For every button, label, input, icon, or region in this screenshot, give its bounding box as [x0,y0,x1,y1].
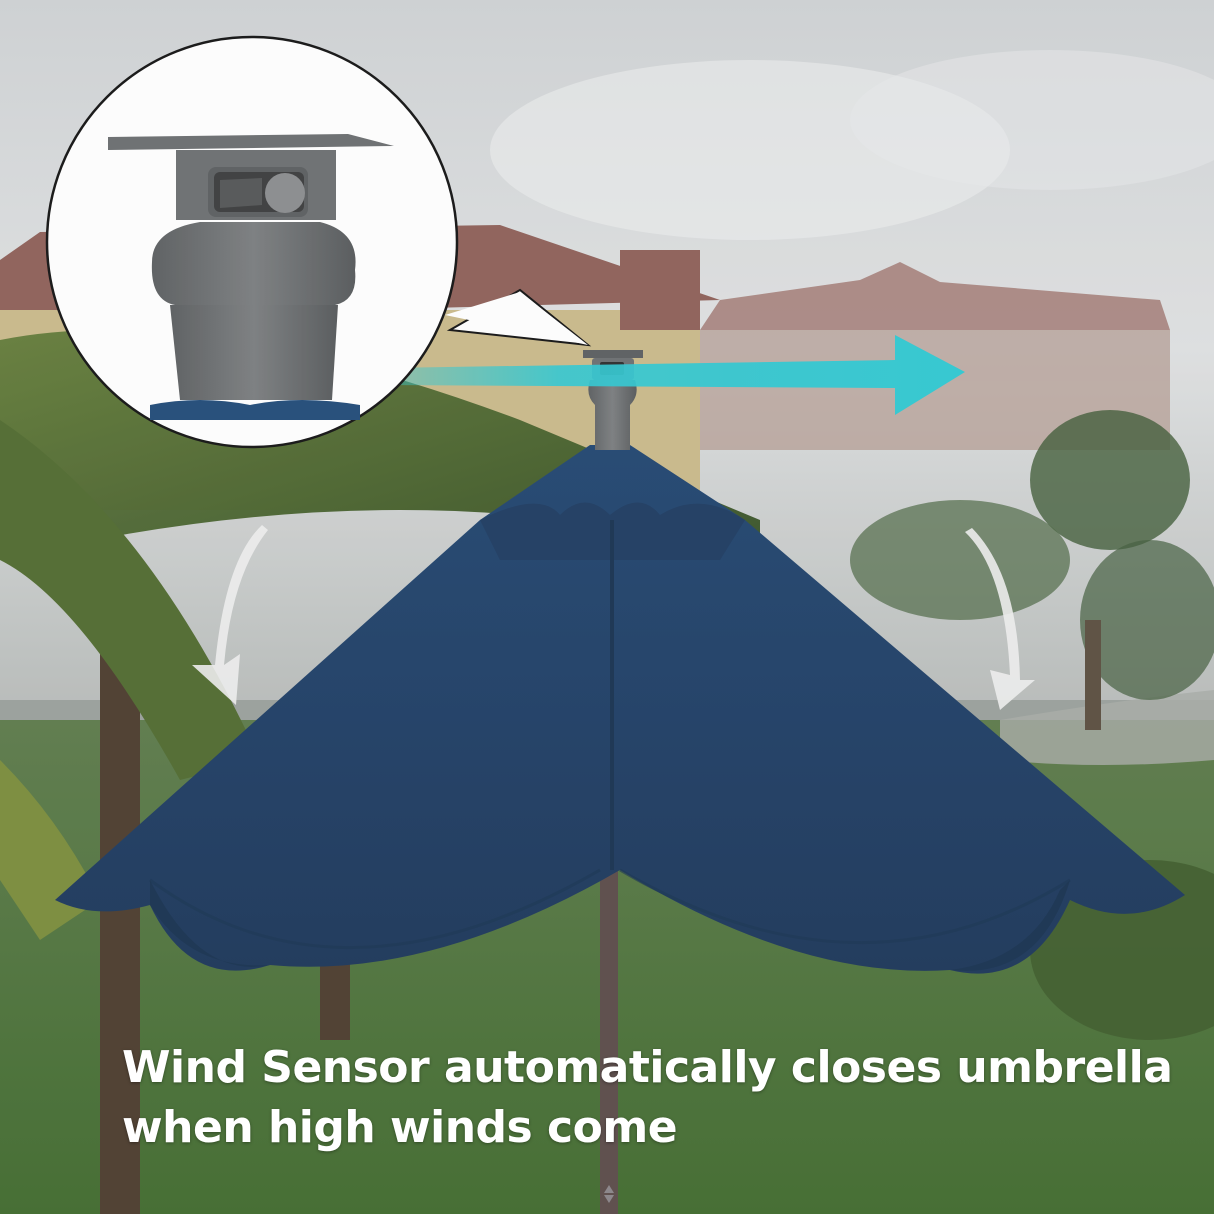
caption-line-2: when high winds come [122,1102,678,1153]
caption: Wind Sensor automatically closes umbrell… [122,1038,1173,1158]
caption-line-1: Wind Sensor automatically closes umbrell… [122,1042,1173,1093]
left-curved-arrow-icon [192,525,268,705]
wind-direction-arrow [385,335,965,415]
umbrella-pole [600,870,618,1214]
sensor-callout-bubble [45,35,592,449]
umbrella-canopy [55,445,1185,974]
pole-lift-button-icon [604,1185,614,1193]
right-curved-arrow-icon [965,528,1035,710]
